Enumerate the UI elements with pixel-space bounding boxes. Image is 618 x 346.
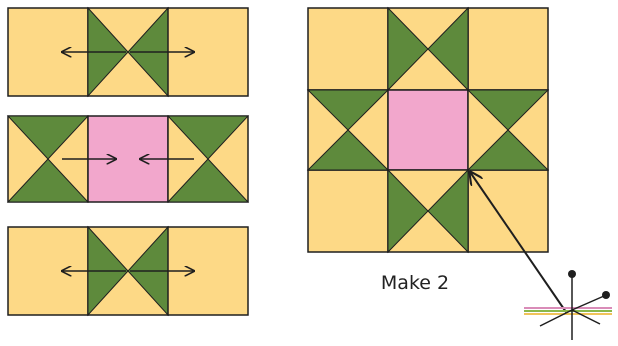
row-1 — [7, 6, 249, 98]
assembled-star-block — [306, 6, 550, 254]
block-hourglass-bottom — [387, 168, 469, 254]
block-hourglass-left — [306, 89, 390, 171]
block-hourglass-right — [466, 89, 550, 171]
block-corner-bottom-left — [307, 169, 389, 253]
row-3 — [7, 225, 249, 317]
block-pink-center — [387, 89, 469, 171]
block-hourglass-top — [387, 6, 469, 92]
block-corner-top-left — [307, 7, 389, 91]
pin-icon — [524, 270, 612, 340]
block-corner-bottom-right — [467, 169, 549, 253]
press-arrow-icon — [470, 172, 567, 313]
row-2 — [6, 115, 250, 203]
make-2-caption: Make 2 — [380, 272, 450, 294]
block-corner-top-right — [467, 7, 549, 91]
